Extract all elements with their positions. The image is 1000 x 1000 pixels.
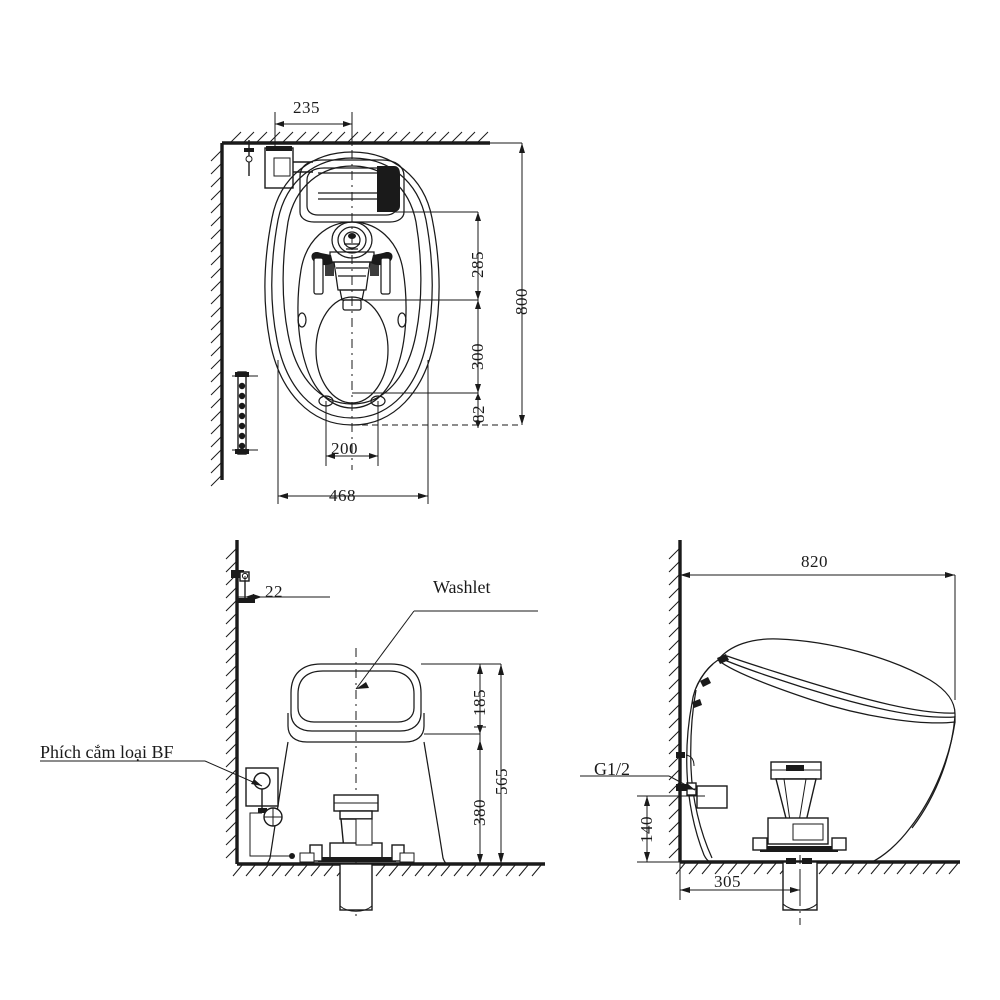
side-view-g12-leader: [580, 775, 696, 791]
top-view-top-wall: [222, 131, 490, 145]
top-view-left-wall: [210, 143, 224, 487]
side-view-supply-fitting: [676, 752, 728, 809]
front-view-washlet-leader: [355, 610, 538, 690]
top-view-extension-lines: [352, 142, 522, 426]
side-view-plumbing: [752, 761, 847, 925]
dim-285: [475, 212, 481, 300]
dim-235: [274, 112, 353, 146]
dim-label-200: 200: [331, 439, 358, 458]
callout-g12: G1/2: [594, 759, 630, 779]
dim-140: [637, 795, 705, 863]
dim-300: [475, 300, 481, 393]
dim-label-565: 565: [492, 768, 511, 795]
dim-305: [679, 862, 801, 900]
dim-820: [680, 572, 956, 700]
dim-200: [325, 401, 379, 466]
dim-label-380: 380: [470, 799, 489, 826]
front-view-socket: [245, 767, 295, 859]
dim-label-300: 300: [468, 343, 487, 370]
dim-label-22: 22: [265, 582, 283, 601]
front-view-plumbing: [299, 794, 415, 912]
front-view-dimension-stack: [421, 663, 545, 865]
side-view-wall: [668, 540, 682, 862]
top-view-hinge-left: [232, 371, 258, 455]
front-view-group: [40, 540, 545, 920]
dim-label-820: 820: [801, 552, 828, 571]
dim-label-140: 140: [637, 816, 656, 843]
dim-label-800: 800: [512, 288, 531, 315]
front-view-socket-leader: [40, 760, 263, 787]
dim-label-468: 468: [329, 486, 356, 505]
front-view-floor: [232, 862, 545, 877]
callout-washlet: Washlet: [433, 577, 491, 597]
front-view-toilet: [265, 663, 448, 865]
dim-22: [237, 576, 330, 600]
dim-82: [475, 393, 481, 428]
dim-label-285: 285: [468, 251, 487, 278]
dim-800: [519, 143, 525, 425]
dim-468: [277, 360, 429, 504]
dim-label-185: 185: [470, 689, 489, 716]
callout-socket: Phích cắm loại BF: [40, 742, 174, 762]
side-view-group: [580, 540, 960, 925]
dim-label-235: 235: [293, 98, 320, 117]
front-view-wall: [225, 540, 239, 864]
dim-label-305: 305: [714, 872, 741, 891]
dim-label-82: 82: [469, 405, 488, 423]
top-view-group: [210, 112, 525, 504]
top-view-wall-fitting: [244, 140, 313, 189]
